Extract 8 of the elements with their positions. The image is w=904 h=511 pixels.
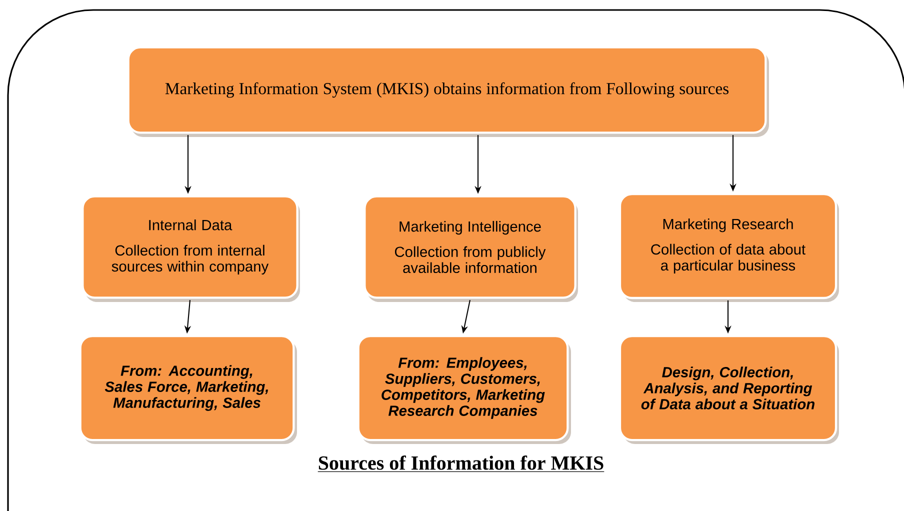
source-box: From: Employees, Suppliers, Customers, Competitors, Marketing Research Companies	[357, 334, 571, 444]
source-box: From: Accounting, Sales Force, Marketing, Manufacturing, Sales	[79, 334, 297, 444]
category-box: Internal Data Collection from internal sources within company	[82, 195, 300, 302]
caption: Sources of Information for MKIS	[318, 456, 604, 472]
header-box: Marketing Information System (MKIS) obtains information from Following sources	[127, 46, 769, 137]
category-box: Marketing Intelligence Collection from publicly available information	[364, 195, 578, 302]
source-box: Design, Collection, Analysis, and Reporting of Data about a Situation	[618, 334, 839, 444]
category-box: Marketing Research Collection of data about a particular business	[618, 192, 839, 302]
